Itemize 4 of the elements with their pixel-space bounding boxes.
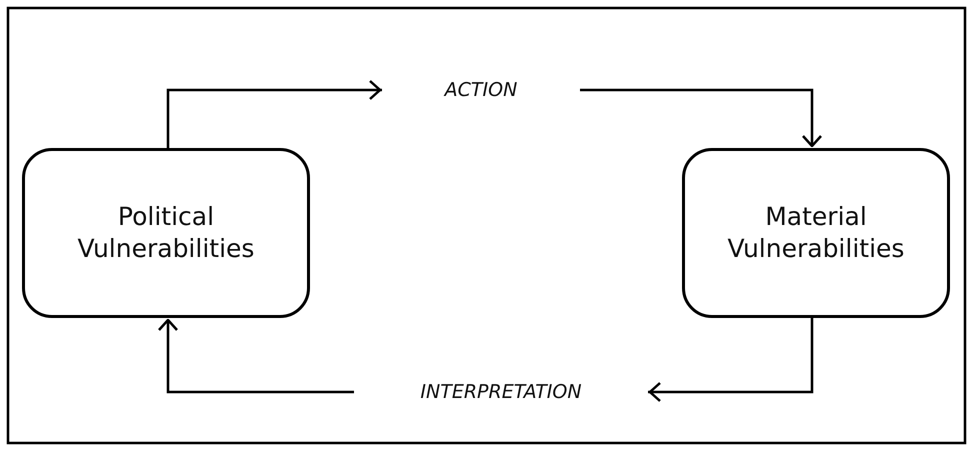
node-label: Political Vulnerabilities: [76, 200, 256, 265]
node-label: Material Vulnerabilities: [726, 200, 906, 265]
rounded-box: [22, 148, 310, 318]
rounded-box: [682, 148, 950, 318]
